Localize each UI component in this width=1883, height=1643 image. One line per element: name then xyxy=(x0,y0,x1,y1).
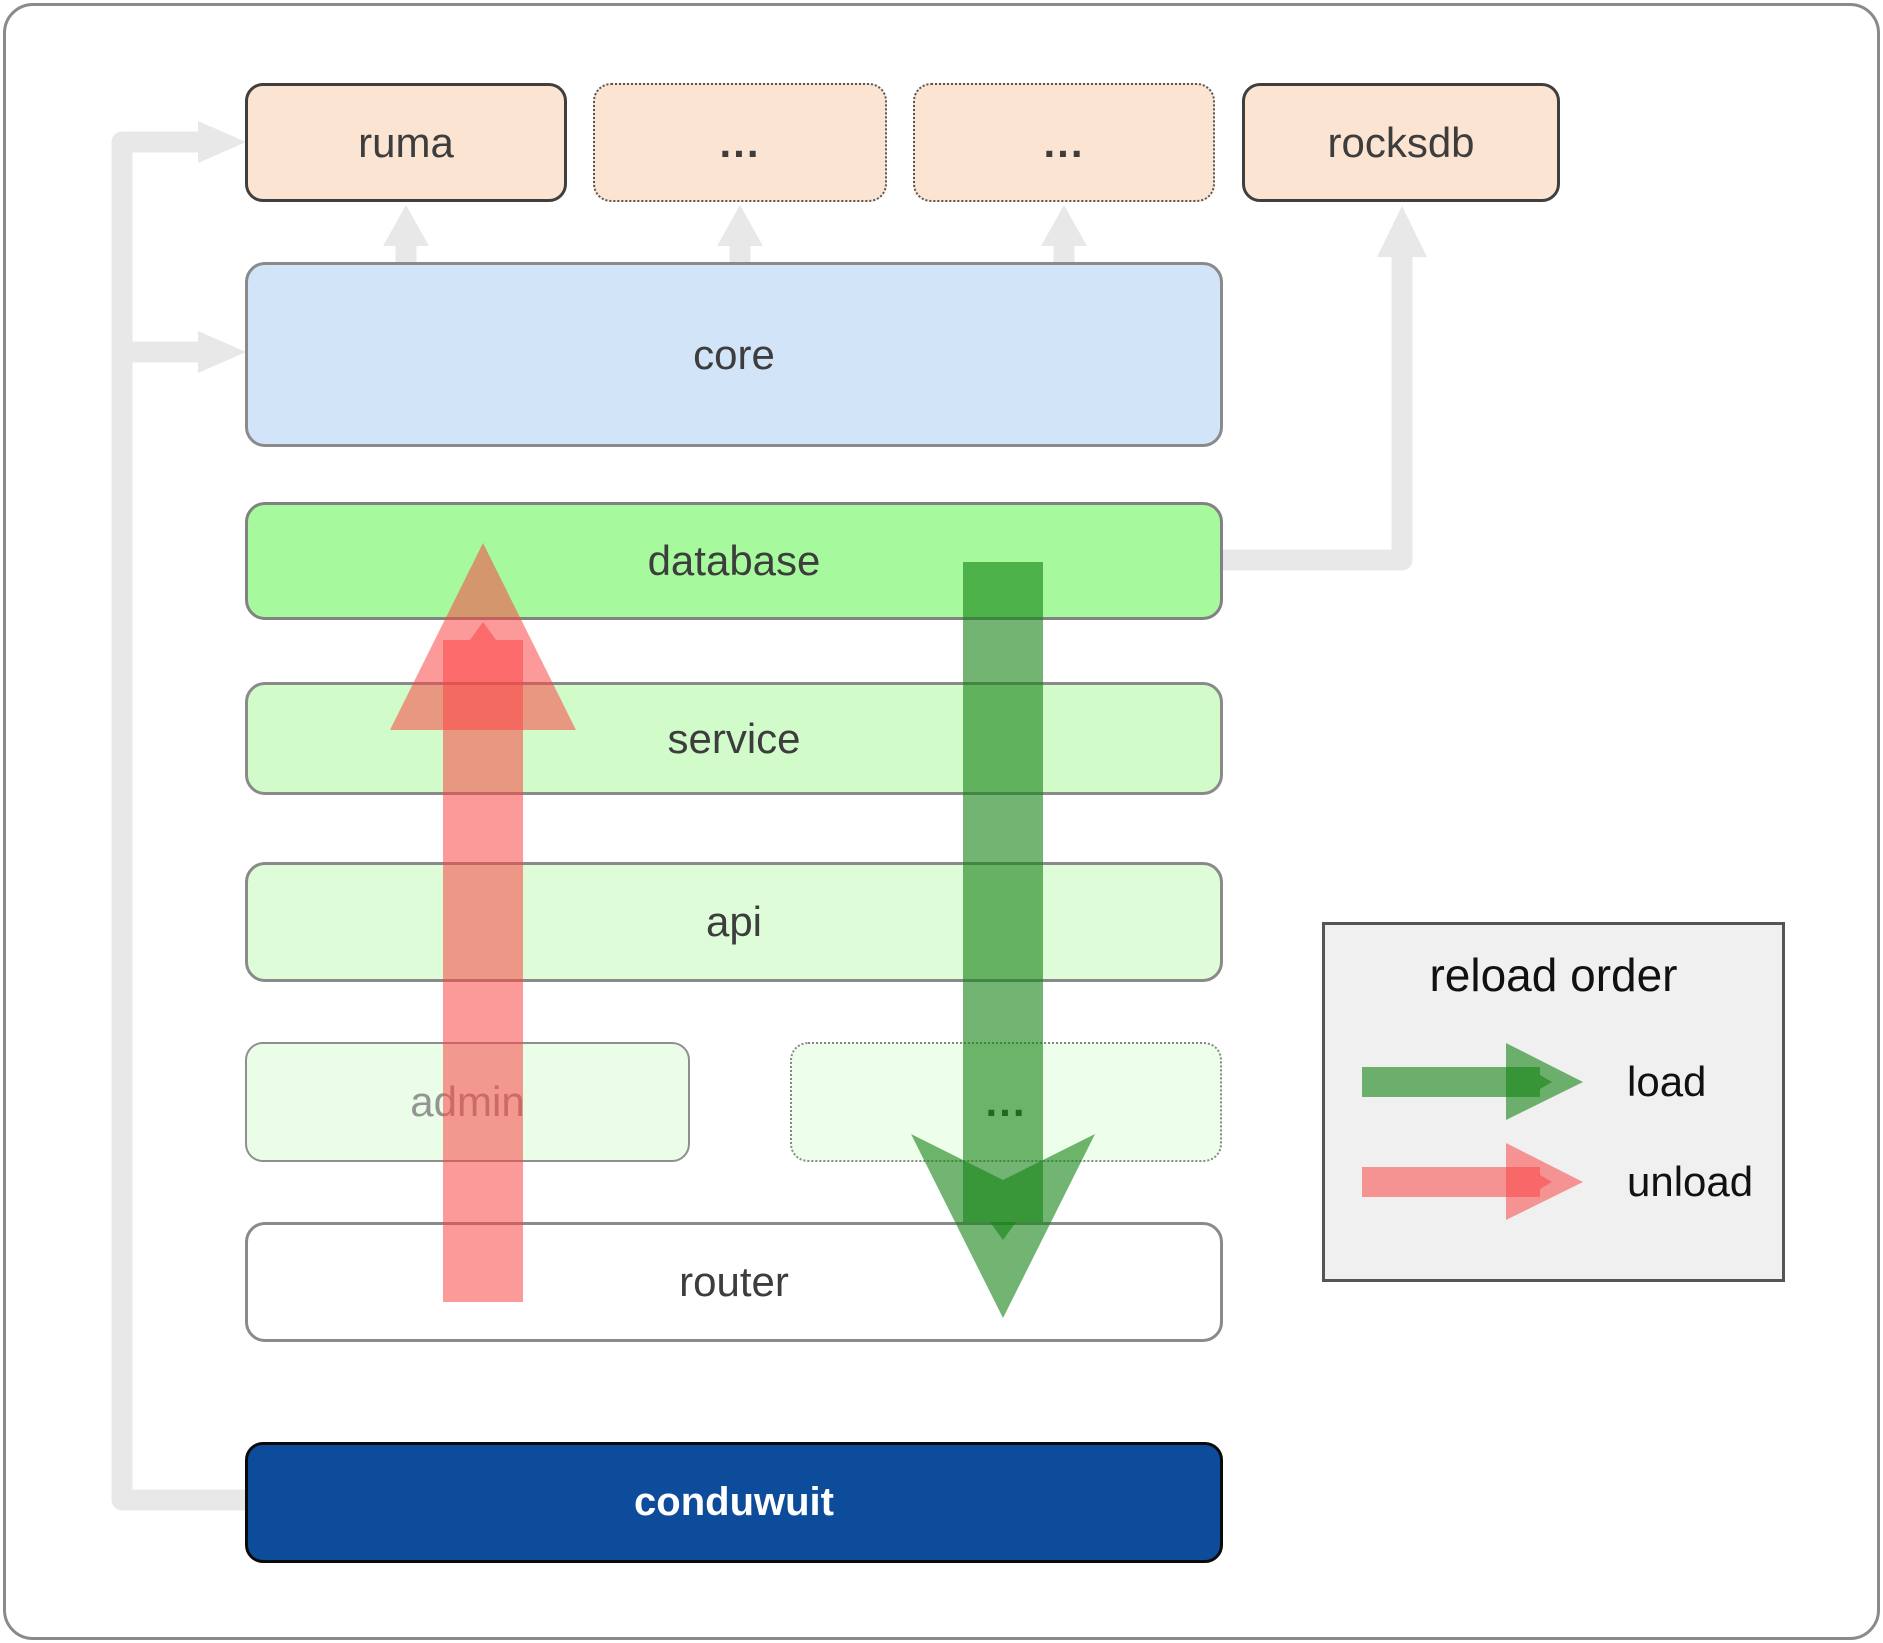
box-more-deps-1-label: ... xyxy=(719,118,761,166)
box-rocksdb-label: rocksdb xyxy=(1327,118,1475,166)
box-database: database xyxy=(245,502,1223,620)
box-admin: admin xyxy=(245,1042,690,1162)
box-service: service xyxy=(245,682,1223,795)
box-more-services-label: ... xyxy=(985,1078,1027,1125)
outer-border xyxy=(3,3,1880,1640)
box-api-label: api xyxy=(705,898,763,945)
legend-title: reload order xyxy=(1429,949,1678,1001)
box-conduwuit-label: conduwuit xyxy=(634,1480,834,1524)
legend-load-label: load xyxy=(1627,1058,1707,1105)
box-rocksdb: rocksdb xyxy=(1242,83,1560,202)
box-more-deps-2-label: ... xyxy=(1043,118,1085,166)
box-service-label: service xyxy=(667,714,801,762)
box-router: router xyxy=(245,1222,1223,1342)
box-ruma: ruma xyxy=(245,83,567,202)
legend-unload-label: unload xyxy=(1627,1158,1754,1205)
box-admin-label: admin xyxy=(410,1078,525,1125)
box-ruma-label: ruma xyxy=(358,118,454,166)
box-conduwuit: conduwuit xyxy=(245,1442,1223,1563)
box-more-deps-1: ... xyxy=(593,83,887,202)
box-core-label: core xyxy=(693,330,775,378)
box-api: api xyxy=(245,862,1223,982)
box-more-services: ... xyxy=(790,1042,1222,1162)
box-database-label: database xyxy=(647,537,821,584)
box-router-label: router xyxy=(679,1258,789,1305)
box-more-deps-2: ... xyxy=(913,83,1215,202)
box-core: core xyxy=(245,262,1223,447)
